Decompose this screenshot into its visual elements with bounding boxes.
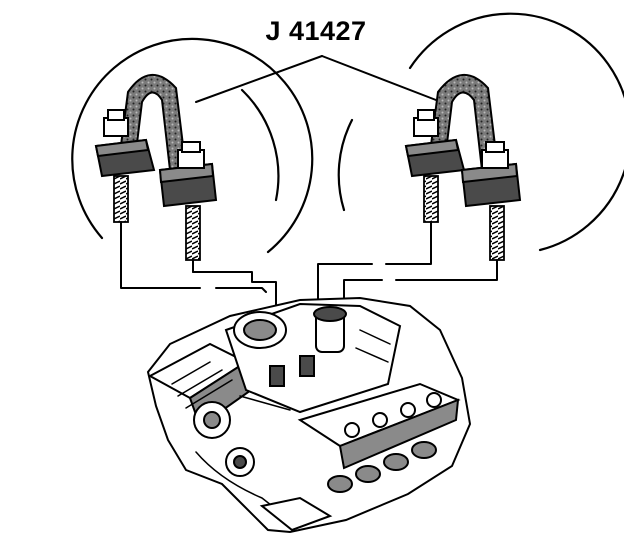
tool-callout-label: J 41427: [265, 16, 367, 46]
exhaust-ports: [327, 441, 437, 493]
right-bank-bolts: [344, 392, 442, 438]
callout-leaders: [195, 55, 437, 103]
right-stud-1: [423, 175, 439, 223]
left-detail-view: [71, 37, 314, 273]
right-stud-2: [489, 205, 505, 261]
left-stud-1: [113, 175, 129, 223]
v8-engine-illustration: [146, 296, 472, 534]
left-stud-2: [185, 205, 201, 261]
right-detail-view: [337, 12, 624, 269]
